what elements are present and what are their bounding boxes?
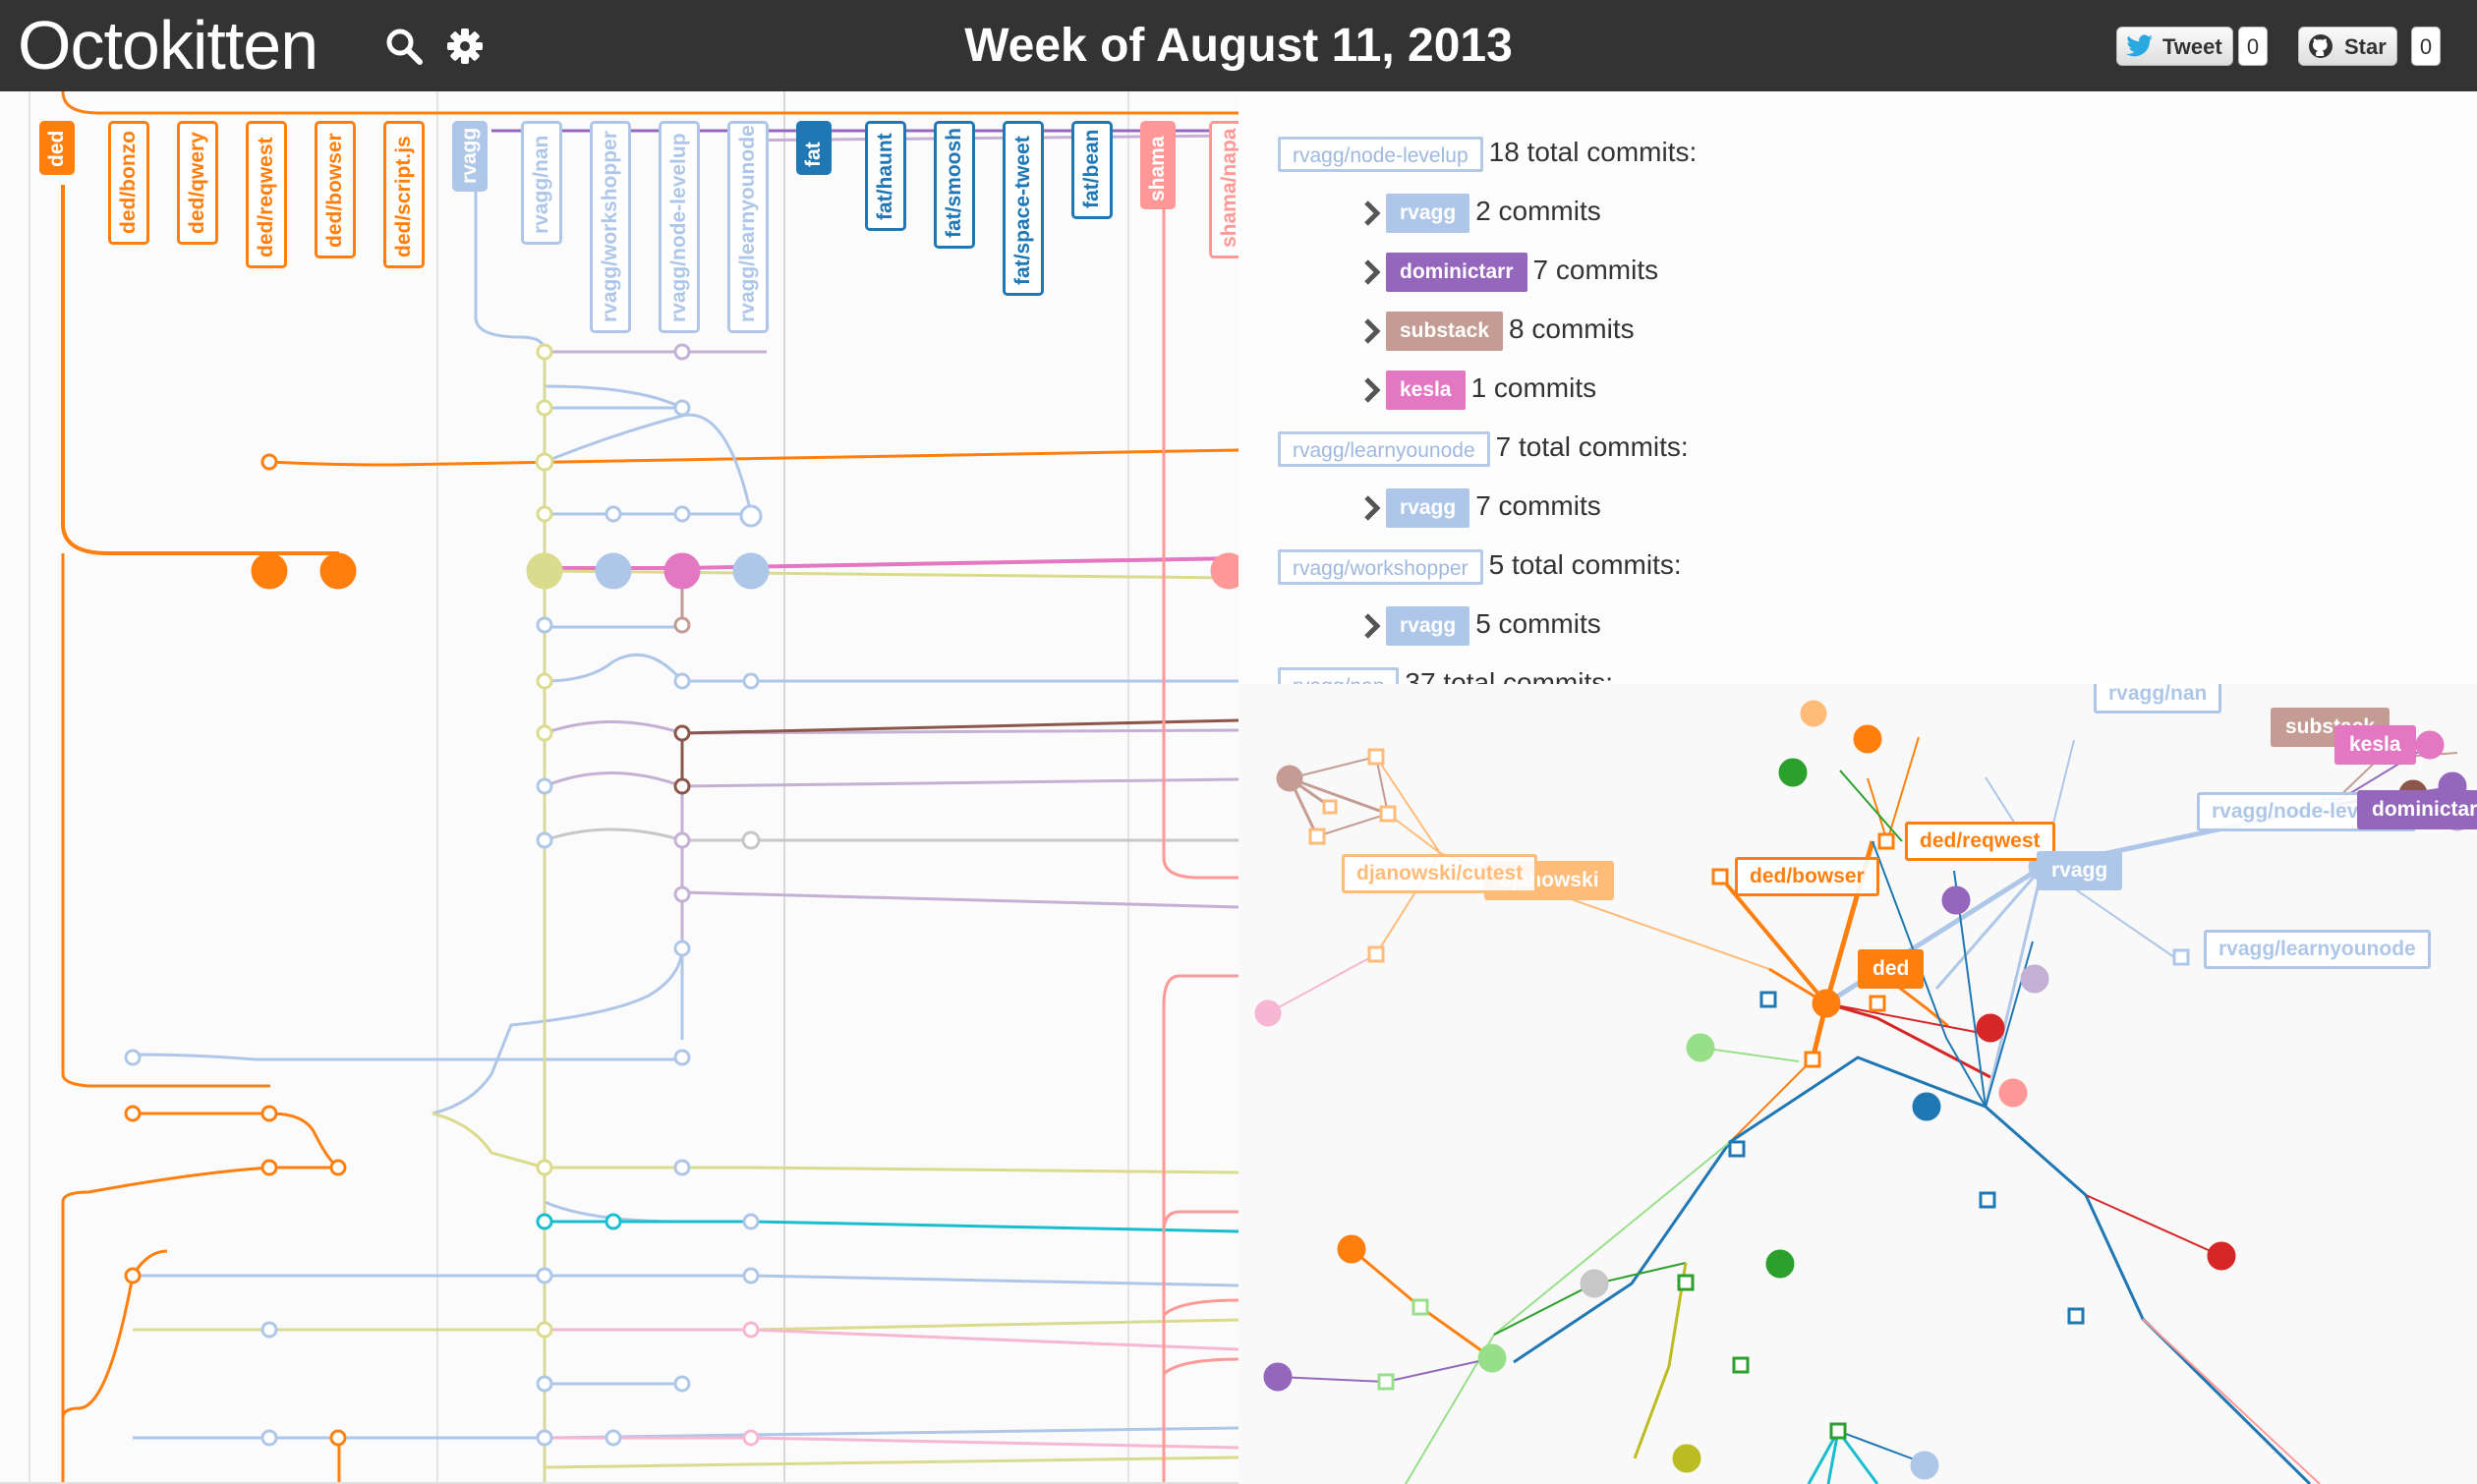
tweet-button[interactable]: Tweet (2116, 27, 2233, 66)
user-commit-count: 1 commits (1470, 372, 1597, 403)
twitter-bird-icon (2126, 34, 2153, 57)
user-tag-kesla[interactable]: kesla (1386, 370, 1466, 410)
user-tag-rvagg[interactable]: rvagg (1386, 193, 1470, 233)
user-tag-rvagg[interactable]: rvagg (1386, 605, 1470, 646)
chevron-right-icon[interactable] (1358, 376, 1386, 404)
repo-label-rvagg[interactable]: rvagg (452, 121, 488, 192)
star-label: Star (2344, 34, 2387, 59)
chevron-right-icon[interactable] (1358, 612, 1386, 640)
user-tag-substack[interactable]: substack (1386, 311, 1504, 351)
star-count: 0 (2411, 27, 2441, 66)
repo-summary-row: rvagg/nan 37 total commits: (1278, 663, 1613, 684)
chevron-right-icon[interactable] (1358, 317, 1386, 345)
repo-label-ded-script-js[interactable]: ded/script.js (383, 121, 425, 268)
repo-label-shama-napa[interactable]: shama/napa (1209, 121, 1238, 258)
commit-timeline[interactable]: ded ded/bonzo ded/qwery ded/reqwest ded/… (0, 91, 1238, 1484)
graph-label-ded[interactable]: ded (1858, 949, 1925, 989)
repo-label-fat-space-tweet[interactable]: fat/space-tweet (1003, 121, 1044, 296)
repo-label-ded-reqwest[interactable]: ded/reqwest (246, 121, 287, 268)
user-commit-count: 7 commits (1475, 490, 1601, 521)
chevron-right-icon[interactable] (1358, 494, 1386, 522)
user-commit-count: 5 commits (1475, 608, 1601, 639)
user-commit-count: 2 commits (1475, 196, 1601, 226)
graph-label-ded-reqwest[interactable]: ded/reqwest (1905, 822, 2055, 861)
repo-label-ded-bonzo[interactable]: ded/bonzo (108, 121, 149, 245)
graph-label-kesla[interactable]: kesla (2334, 725, 2416, 765)
github-star-button[interactable]: Star (2298, 27, 2397, 66)
user-tag-rvagg[interactable]: rvagg (1386, 487, 1470, 528)
search-icon[interactable] (383, 26, 425, 67)
chevron-right-icon[interactable] (1358, 258, 1386, 286)
github-octocat-icon (2309, 34, 2333, 58)
app-title: Octokitten (18, 7, 318, 84)
tweet-count: 0 (2238, 27, 2268, 66)
graph-label-dominictarr[interactable]: dominictarr (2357, 790, 2477, 829)
repo-label-rvagg-workshopper[interactable]: rvagg/workshopper (590, 121, 631, 333)
repo-label-fat-bean[interactable]: fat/bean (1071, 121, 1113, 219)
user-tag-dominictarr[interactable]: dominictarr (1386, 252, 1527, 292)
tweet-label: Tweet (2162, 34, 2222, 59)
repo-label-ded[interactable]: ded (39, 121, 75, 175)
repo-total-commits: 7 total commits: (1495, 431, 1689, 462)
repo-label-shama[interactable]: shama (1140, 121, 1176, 209)
repo-label-ded-qwery[interactable]: ded/qwery (177, 121, 218, 245)
repo-label-rvagg-nan[interactable]: rvagg/nan (521, 121, 562, 245)
repo-tag-nan[interactable]: rvagg/nan (1278, 666, 1400, 684)
repo-total-commits: 37 total commits: (1405, 667, 1614, 684)
repo-label-ded-bowser[interactable]: ded/bowser (315, 121, 356, 258)
week-title: Week of August 11, 2013 (964, 20, 1513, 72)
gear-icon[interactable] (444, 26, 486, 67)
graph-label-rvagg-learnyounode[interactable]: rvagg/learnyounode (2204, 930, 2431, 969)
graph-label-djanowski-cutest[interactable]: djanowski/cutest (1342, 854, 1538, 893)
repo-tag-workshopper[interactable]: rvagg/workshopper (1278, 548, 1483, 585)
chevron-right-icon[interactable] (1358, 200, 1386, 227)
repo-label-rvagg-learnyounode[interactable]: rvagg/learnyounode (727, 121, 769, 333)
repo-label-rvagg-node-levelup[interactable]: rvagg/node-levelup (659, 121, 700, 333)
repo-total-commits: 5 total commits: (1488, 549, 1682, 580)
top-bar: Octokitten Week of August 11, 2013 Tweet… (0, 0, 2477, 91)
repo-tag-node-levelup[interactable]: rvagg/node-levelup (1278, 136, 1483, 172)
repo-tag-learnyounode[interactable]: rvagg/learnyounode (1278, 430, 1490, 467)
graph-label-rvagg[interactable]: rvagg (2037, 851, 2123, 890)
graph-label-ded-bowser[interactable]: ded/bowser (1735, 857, 1879, 896)
repo-total-commits: 18 total commits: (1488, 137, 1698, 167)
timeline-canvas[interactable] (0, 91, 1238, 1484)
graph-label-rvagg-nan[interactable]: rvagg/nan (2094, 684, 2222, 713)
contributor-network-graph[interactable]: djanowski djanowski/cutest ded/bowser de… (1238, 684, 2477, 1484)
repo-label-fat[interactable]: fat (796, 121, 832, 175)
user-commit-count: 8 commits (1509, 314, 1635, 344)
repo-label-fat-smoosh[interactable]: fat/smoosh (934, 121, 975, 249)
user-commit-count: 7 commits (1532, 255, 1659, 285)
repo-label-fat-haunt[interactable]: fat/haunt (865, 121, 906, 231)
